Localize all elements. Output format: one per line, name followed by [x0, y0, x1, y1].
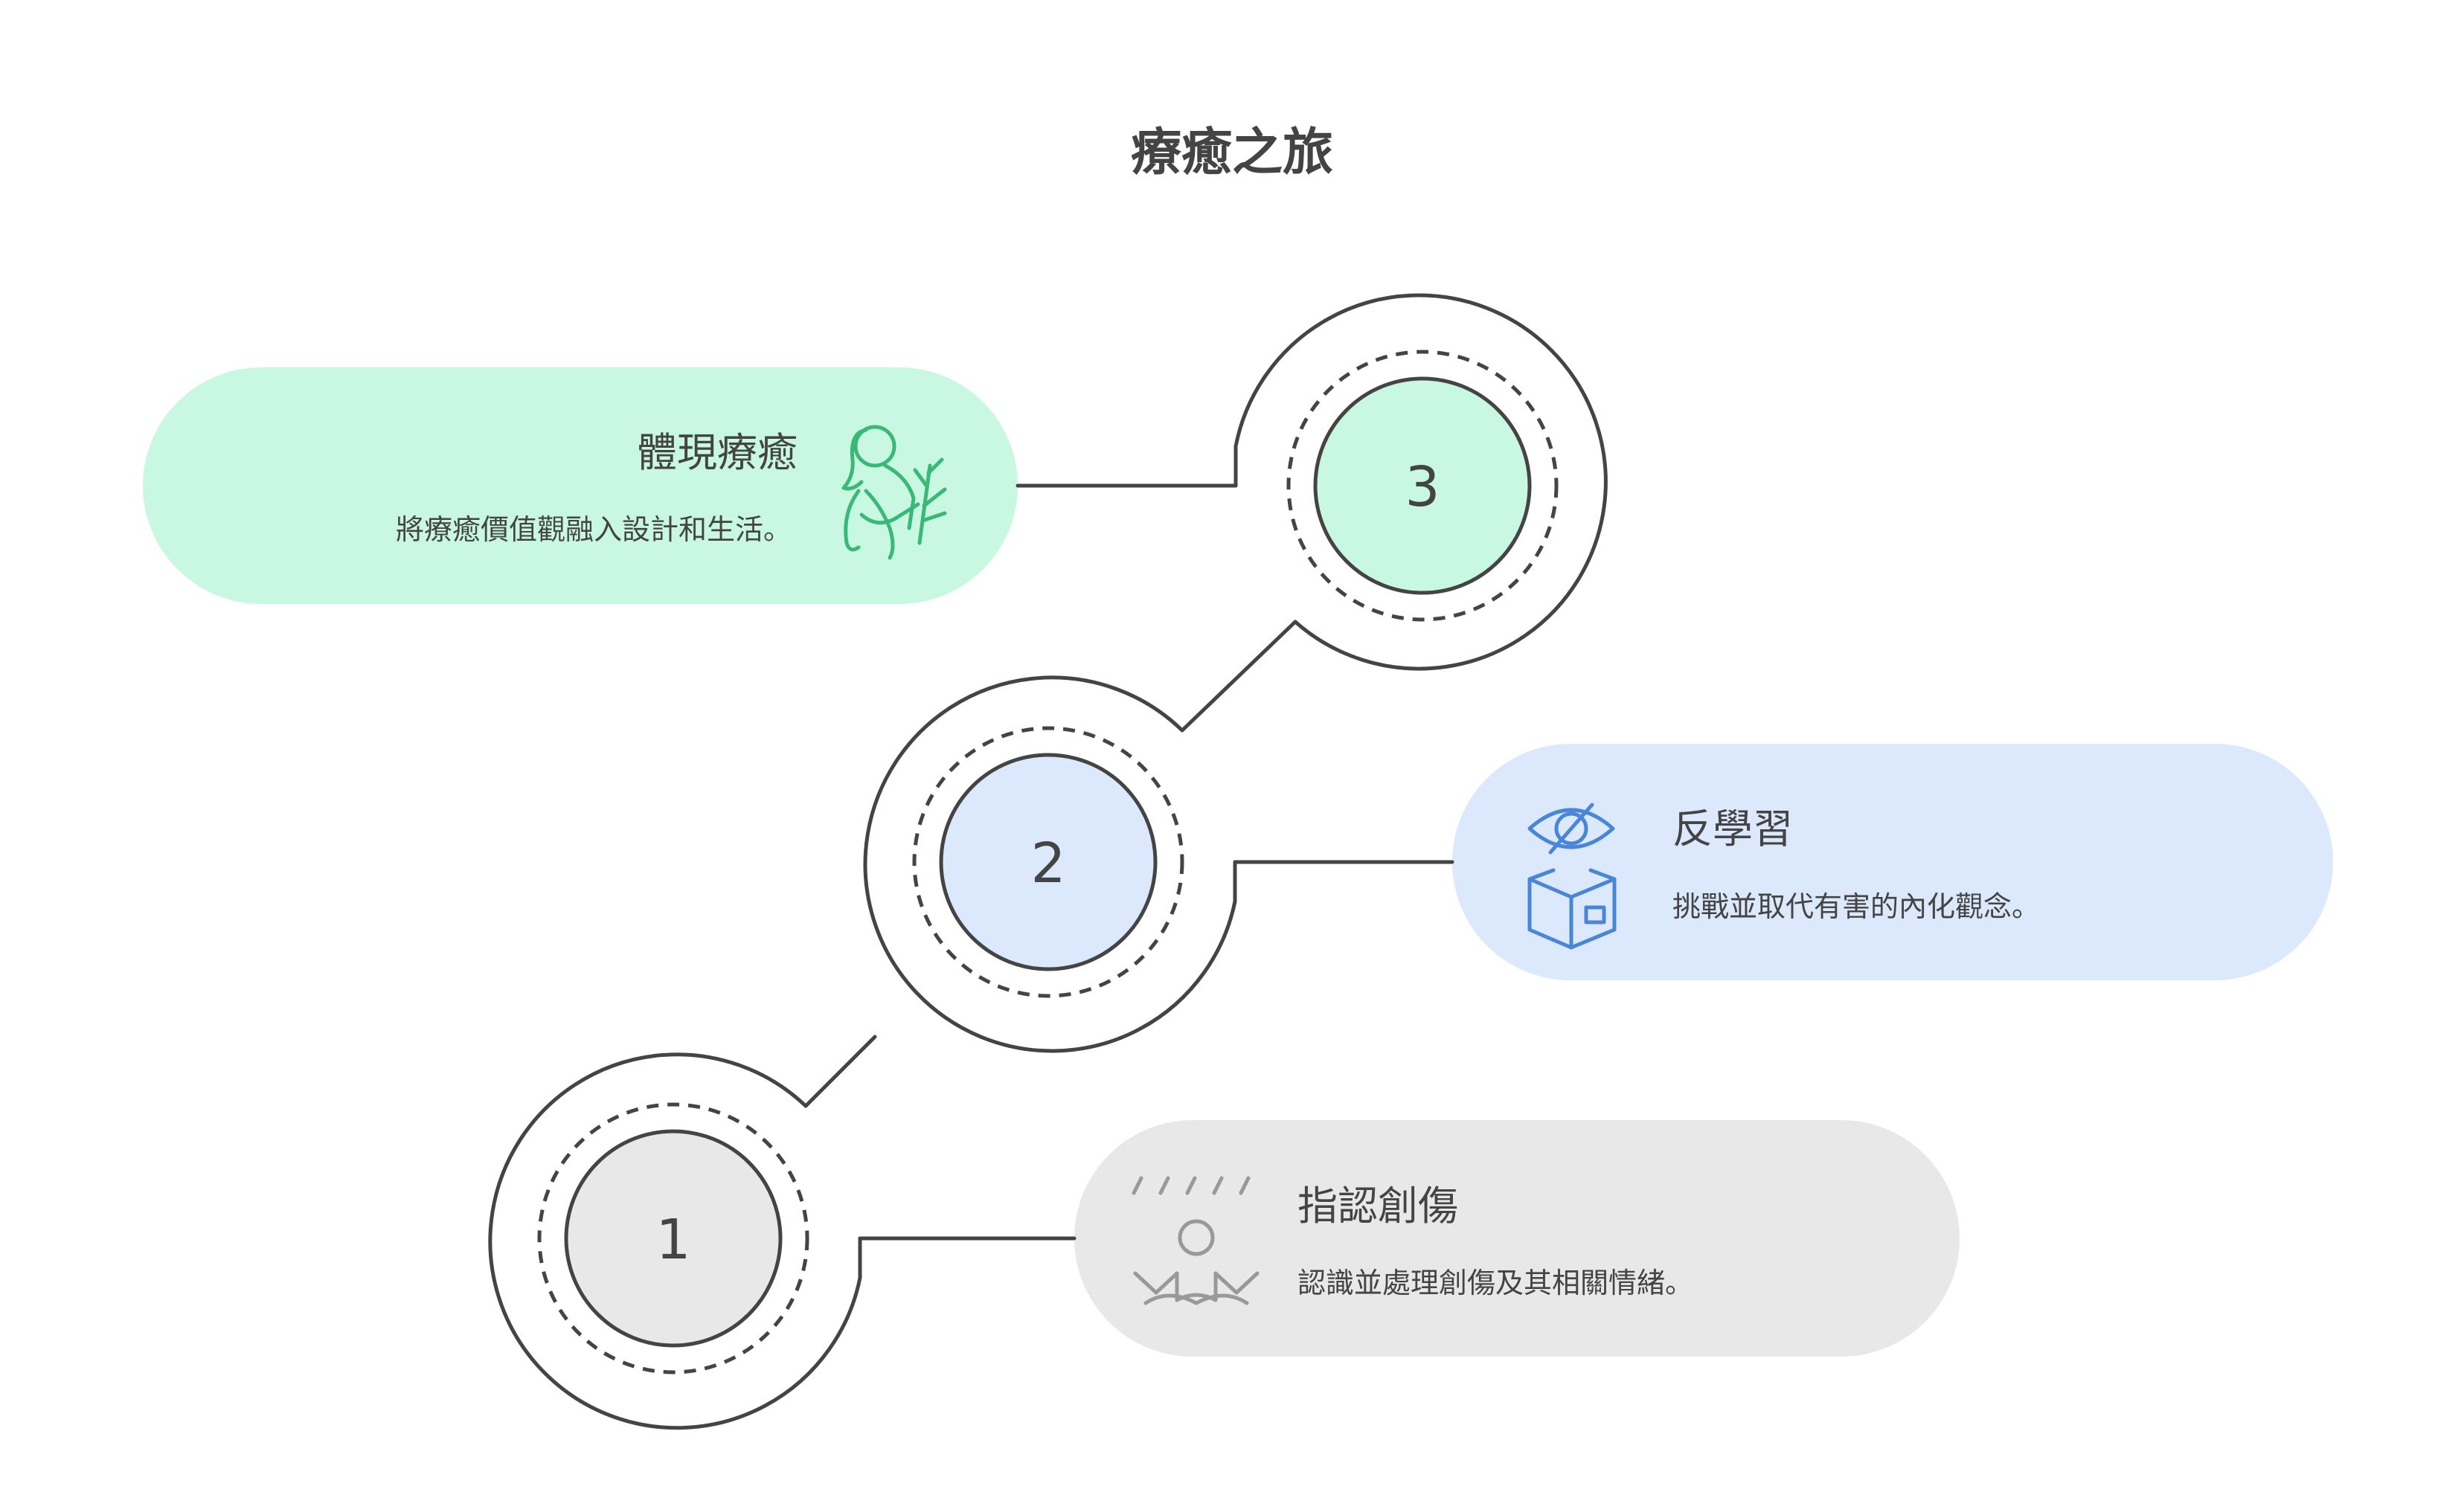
connector-2-1 — [803, 1035, 877, 1108]
step-3-description: 將療癒價值觀融入設計和生活。 — [396, 513, 792, 546]
step-2: 反學習 挑戰並取代有害的內化觀念。 2 — [863, 675, 2333, 1053]
step-2-number-circle — [939, 753, 1158, 971]
step-2-number: 2 — [1030, 832, 1065, 895]
step-1-number: 1 — [655, 1208, 690, 1272]
hidden-eye-book-icon — [1527, 803, 1617, 950]
step-3: 體現療癒 將療癒價值觀融入設計和生活。 3 — [143, 293, 1608, 671]
step-3-title: 體現療癒 — [637, 429, 798, 476]
step-1-description: 認識並處理創傷及其相關情緒。 — [1297, 1267, 1693, 1299]
step-2-card — [1452, 744, 2333, 980]
diagram-title: 療癒之旅 — [1131, 123, 1333, 182]
woman-with-plant-icon — [841, 425, 947, 560]
step-2-description: 挑戰並取代有害的內化觀念。 — [1672, 890, 2040, 923]
step-1-outer-ring — [488, 1052, 862, 1430]
step-1-dashed-ring — [537, 1102, 809, 1374]
step-2-dashed-ring — [912, 726, 1184, 998]
meditating-person-icon — [1132, 1176, 1260, 1305]
connector-3-2 — [1180, 620, 1297, 733]
step-1-card — [1074, 1120, 1960, 1357]
step-3-card — [143, 367, 1018, 604]
step-3-number-circle — [1313, 376, 1532, 595]
step-2-outer-ring — [863, 675, 1237, 1053]
step-2-title: 反學習 — [1672, 806, 1793, 852]
step-3-outer-ring — [1233, 293, 1608, 671]
step-3-number: 3 — [1405, 455, 1440, 519]
step-3-dashed-ring — [1286, 350, 1559, 622]
step-1-title: 指認創傷 — [1297, 1183, 1458, 1229]
step-1-number-circle — [564, 1129, 783, 1348]
step-1: 指認創傷 認識並處理創傷及其相關情緒。 1 — [488, 1052, 1960, 1430]
